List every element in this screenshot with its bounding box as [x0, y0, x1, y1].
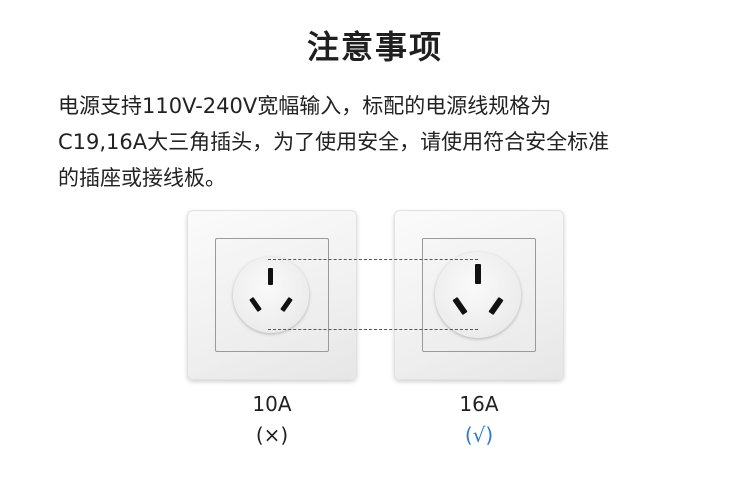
- socket-face: [435, 252, 521, 338]
- socket-10a-rating: 10A: [252, 392, 292, 416]
- socket-16a-rating: 16A: [459, 392, 499, 416]
- description: 电源支持110V-240V宽幅输入，标配的电源线规格为 C19,16A大三角插头…: [58, 88, 708, 196]
- live-slot: [452, 296, 468, 316]
- size-guide-line-top: [268, 259, 478, 260]
- socket-10a-plate: [187, 210, 357, 380]
- socket-16a-verdict: (√): [464, 423, 494, 447]
- neutral-slot: [488, 296, 504, 316]
- socket-16a-plate: [394, 210, 564, 380]
- description-line-3: 的插座或接线板。: [58, 166, 226, 190]
- socket-10a-verdict: (×): [255, 423, 289, 447]
- size-guide-line-bottom: [268, 329, 478, 330]
- socket-face: [233, 257, 309, 333]
- page-title: 注意事项: [306, 28, 443, 66]
- live-slot: [249, 296, 262, 313]
- neutral-slot: [280, 296, 293, 313]
- earth-slot: [475, 264, 481, 284]
- earth-slot: [268, 268, 273, 285]
- description-line-2: C19,16A大三角插头，为了使用安全，请使用符合安全标准: [58, 130, 610, 154]
- description-line-1: 电源支持110V-240V宽幅输入，标配的电源线规格为: [58, 94, 552, 118]
